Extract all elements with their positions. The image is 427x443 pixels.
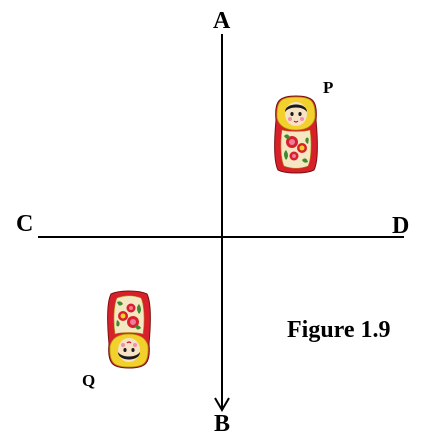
figure-caption: Figure 1.9 <box>287 317 391 343</box>
axis-label-bottom: B <box>214 411 231 437</box>
upright-doll-p <box>274 95 318 174</box>
down-arrow-head <box>214 397 230 412</box>
doll-label-q: Q <box>82 371 96 390</box>
axis-label-top: A <box>213 8 231 34</box>
axis-label-left: C <box>16 211 34 237</box>
doll-label-p: P <box>323 78 334 97</box>
axis-label-right: D <box>392 213 410 239</box>
inverted-doll-q <box>107 290 151 369</box>
